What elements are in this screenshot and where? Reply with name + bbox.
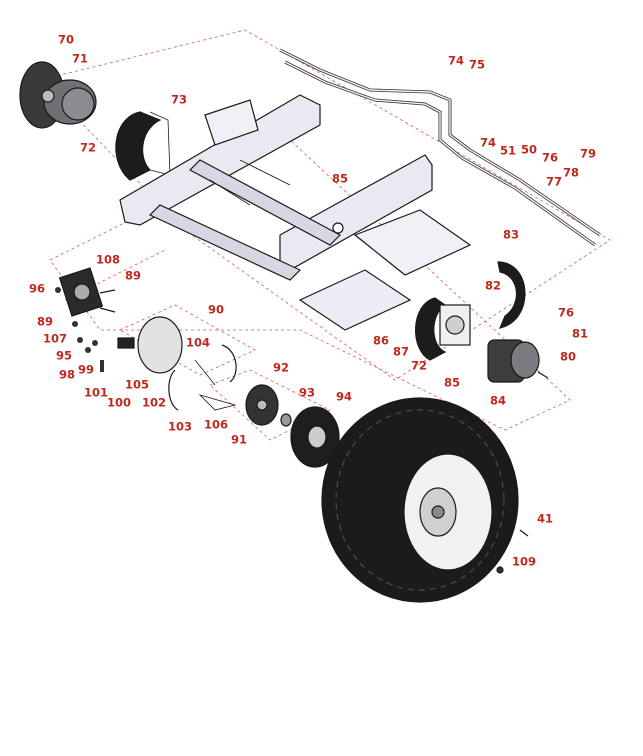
callout-86: 86 <box>372 333 390 348</box>
brake-shield-left <box>115 111 171 181</box>
hydraulic-motor-right <box>487 339 549 383</box>
callout-109: 109 <box>511 554 537 569</box>
brake-shoes <box>117 316 237 411</box>
small-hardware <box>55 287 104 372</box>
callout-50: 50 <box>520 142 538 157</box>
callout-99: 99 <box>77 362 95 377</box>
callout-78: 78 <box>562 165 580 180</box>
callout-92: 92 <box>272 360 290 375</box>
hydraulic-motor-left <box>19 61 97 129</box>
callout-91: 91 <box>230 432 248 447</box>
callout-89-left: 89 <box>36 314 54 329</box>
callout-94: 94 <box>335 389 353 404</box>
callout-41: 41 <box>536 511 554 526</box>
callout-74-mid: 74 <box>479 135 497 150</box>
hydraulic-tubes-highlight <box>279 49 601 246</box>
callout-72-top: 72 <box>79 140 97 155</box>
brake-shield-right <box>415 261 526 361</box>
callout-72-right: 72 <box>410 358 428 373</box>
callout-101: 101 <box>83 385 109 400</box>
callout-76-right: 76 <box>557 305 575 320</box>
callout-73: 73 <box>170 92 188 107</box>
callout-80: 80 <box>559 349 577 364</box>
callout-100: 100 <box>106 395 132 410</box>
callout-51: 51 <box>499 143 517 158</box>
callout-90: 90 <box>207 302 225 317</box>
callout-107: 107 <box>42 331 68 346</box>
callout-76-top: 76 <box>541 150 559 165</box>
wheel-stud-and-nut <box>496 529 529 574</box>
callout-102: 102 <box>141 395 167 410</box>
callout-108: 108 <box>95 252 121 267</box>
callout-74-top: 74 <box>447 53 465 68</box>
callout-83: 83 <box>502 227 520 242</box>
callout-71: 71 <box>71 51 89 66</box>
hub-and-drum <box>245 384 340 468</box>
callout-85-top: 85 <box>331 171 349 186</box>
callout-96: 96 <box>28 281 46 296</box>
callout-79: 79 <box>579 146 597 161</box>
callout-87: 87 <box>392 344 410 359</box>
callout-70: 70 <box>57 32 75 47</box>
callout-105: 105 <box>124 377 150 392</box>
callout-84: 84 <box>489 393 507 408</box>
callout-93: 93 <box>298 385 316 400</box>
callout-104: 104 <box>185 335 211 350</box>
callout-106: 106 <box>203 417 229 432</box>
callout-85-right: 85 <box>443 375 461 390</box>
callout-75: 75 <box>468 57 486 72</box>
main-frame <box>119 94 472 331</box>
callout-89-top: 89 <box>124 268 142 283</box>
callout-103: 103 <box>167 419 193 434</box>
callout-81: 81 <box>571 326 589 341</box>
callout-77: 77 <box>545 174 563 189</box>
callout-95: 95 <box>55 348 73 363</box>
callout-98: 98 <box>58 367 76 382</box>
tire-and-wheel <box>321 397 519 603</box>
callout-82: 82 <box>484 278 502 293</box>
brake-backing-plate <box>58 267 116 317</box>
